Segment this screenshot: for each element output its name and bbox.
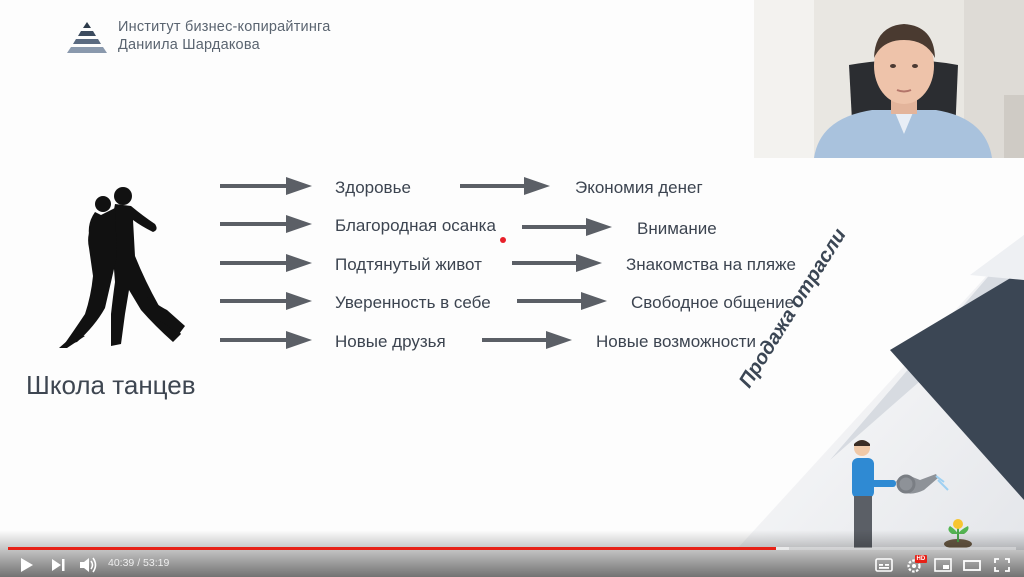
hd-badge: HD (915, 555, 927, 563)
video-player-controls (0, 530, 1024, 577)
progress-played (8, 547, 777, 550)
time-display: 40:39 / 53:19 (108, 557, 170, 569)
arrow-icon (220, 177, 312, 195)
result-text: Экономия денег (575, 178, 703, 197)
institute-name: Институт бизнес-копирайтинга Даниила Шар… (118, 18, 330, 54)
arrow-icon (220, 331, 312, 349)
arrow-icon (517, 292, 607, 310)
fullscreen-icon[interactable] (992, 556, 1012, 574)
benefit-text: Благородная осанка (335, 216, 496, 235)
benefit-text: Подтянутый живот (335, 255, 482, 274)
benefit-text: Здоровье (335, 178, 411, 197)
benefit-text: Уверенность в себе (335, 293, 491, 312)
benefit-text: Новые друзья (335, 332, 446, 351)
gardener-watering-plant-icon (852, 440, 972, 548)
presenter-image (754, 0, 1024, 158)
institute-logo: Институт бизнес-копирайтинга Даниила Шар… (66, 18, 366, 58)
pointer-dot (500, 237, 506, 243)
subject-title: Школа танцев (26, 370, 196, 400)
corner-decoration (736, 235, 1024, 550)
arrow-icon (482, 331, 572, 349)
arrow-icon (512, 254, 602, 272)
next-icon[interactable] (48, 556, 68, 574)
institute-name-line1: Институт бизнес-копирайтинга (118, 19, 331, 35)
result-text: Внимание (637, 219, 717, 238)
miniplayer-icon[interactable] (933, 556, 953, 574)
volume-icon[interactable] (78, 556, 98, 574)
arrow-icon (220, 292, 312, 310)
arrow-icon (220, 254, 312, 272)
institute-name-line2: Даниила Шардакова (118, 37, 260, 53)
pyramid-logo-icon (67, 22, 107, 53)
time-current: 40:39 (108, 557, 135, 569)
subtitles-icon[interactable] (874, 556, 894, 574)
result-text: Знакомства на пляже (626, 255, 796, 274)
play-icon[interactable] (16, 556, 36, 574)
arrow-icon (522, 218, 612, 236)
arrow-icon (460, 177, 550, 195)
presenter-webcam (754, 0, 1024, 158)
tango-dancers-icon (59, 187, 185, 348)
settings-button[interactable]: HD (905, 555, 927, 574)
arrow-icon (220, 215, 312, 233)
progress-bar[interactable] (8, 547, 1016, 550)
result-text: Свободное общение (631, 293, 795, 312)
settings-icon (907, 559, 921, 573)
theater-icon[interactable] (962, 556, 982, 574)
time-total: 53:19 (143, 557, 170, 569)
result-text: Новые возможности (596, 332, 757, 351)
